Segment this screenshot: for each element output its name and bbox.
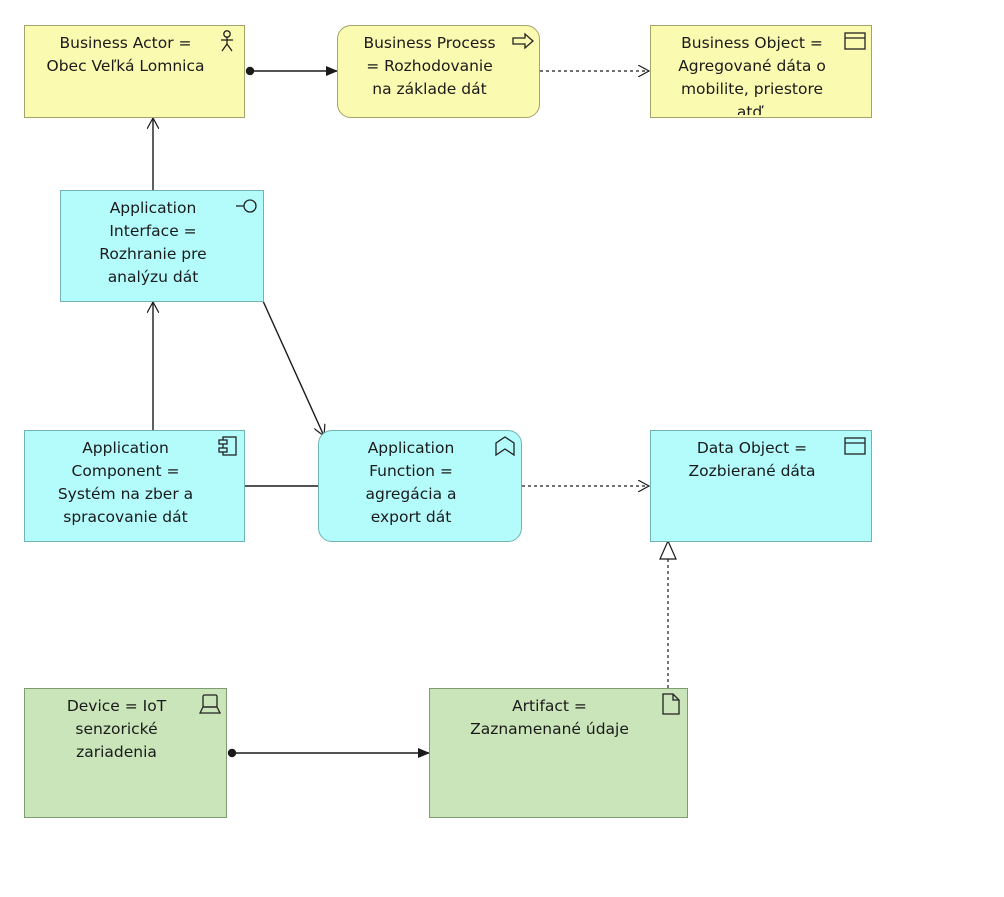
interface-icon	[236, 199, 257, 213]
process-arrow-icon	[512, 32, 534, 50]
application-function-node[interactable]: Application Function = agregácia a expor…	[318, 430, 522, 542]
edge-interface-to-function[interactable]	[262, 300, 324, 436]
business-process-label: Business Process = Rozhodovanie na zákla…	[363, 34, 496, 98]
application-interface-label: Application Interface = Rozhranie pre an…	[99, 199, 207, 286]
application-component-node[interactable]: Application Component = Systém na zber a…	[24, 430, 245, 542]
business-object-node[interactable]: Business Object = Agregované dáta o mobi…	[650, 25, 872, 118]
artifact-icon	[662, 693, 680, 715]
actor-icon	[221, 30, 233, 52]
application-function-label: Application Function = agregácia a expor…	[365, 439, 457, 526]
application-interface-node[interactable]: Application Interface = Rozhranie pre an…	[60, 190, 264, 302]
component-icon	[218, 436, 237, 456]
object-icon	[844, 32, 866, 50]
object-icon	[844, 437, 866, 455]
artifact-label: Artifact = Zaznamenané údaje	[470, 697, 629, 738]
data-object-node[interactable]: Data Object = Zozbierané dáta	[650, 430, 872, 542]
artifact-node[interactable]: Artifact = Zaznamenané údaje	[429, 688, 688, 818]
device-icon	[198, 694, 222, 714]
application-component-label: Application Component = Systém na zber a…	[57, 439, 194, 526]
business-process-node[interactable]: Business Process = Rozhodovanie na zákla…	[337, 25, 540, 118]
device-label: Device = IoT senzorické zariadenia	[66, 697, 167, 761]
business-actor-node[interactable]: Business Actor = Obec Veľká Lomnica	[24, 25, 245, 118]
device-node[interactable]: Device = IoT senzorické zariadenia	[24, 688, 227, 818]
business-actor-label: Business Actor = Obec Veľká Lomnica	[46, 34, 205, 75]
function-icon	[495, 436, 515, 457]
business-object-label: Business Object = Agregované dáta o mobi…	[678, 34, 826, 115]
data-object-label: Data Object = Zozbierané dáta	[688, 439, 816, 480]
